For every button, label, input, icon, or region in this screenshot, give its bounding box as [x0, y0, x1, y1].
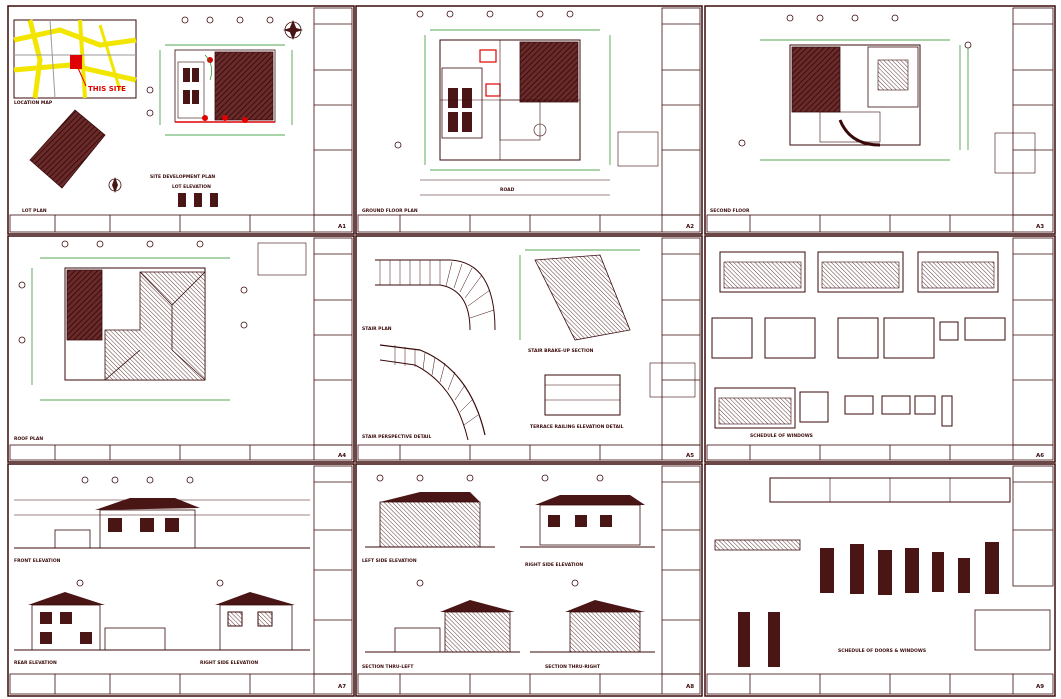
view-title: RIGHT SIDE ELEVATION [525, 562, 583, 568]
window-schedule: SCHEDULE OF WINDOWS [711, 251, 1006, 439]
site-development-plan: SITE DEVELOPMENT PLAN LOT ELEVATION [150, 44, 293, 207]
sheet-number: A8 [686, 684, 694, 690]
view-title: TERRACE RAILING ELEVATION DETAIL [530, 424, 624, 430]
sheet-numbers: A1 A2 A3 A4 A5 A6 A7 A8 A9 [338, 224, 1044, 690]
view-title: SCHEDULE OF WINDOWS [750, 433, 813, 439]
sheet-frames [7, 5, 1056, 697]
sheet-number: A4 [338, 453, 346, 459]
view-title: FRONT ELEVATION [14, 558, 61, 564]
location-map: THIS SITE [13, 19, 137, 99]
elevations-sheet-7: FRONT ELEVATION REAR ELEVATION RIGHT SID… [14, 498, 310, 666]
sheet-number: A7 [338, 684, 346, 690]
view-title: ROOF PLAN [14, 436, 43, 442]
ground-floor-plan: ROAD GROUND FLOOR PLAN [362, 29, 659, 214]
second-floor-plan: SECOND FLOOR [710, 39, 1036, 214]
view-title: SITE DEVELOPMENT PLAN [150, 174, 215, 180]
view-title: LEFT SIDE ELEVATION [362, 558, 417, 564]
view-title: STAIR PLAN [362, 326, 392, 332]
view-title: LOCATION MAP [14, 100, 53, 106]
elevations-sheet-8: LEFT SIDE ELEVATION RIGHT SIDE ELEVATION… [362, 492, 655, 670]
site-label: THIS SITE [88, 85, 126, 93]
north-arrow-icon [108, 20, 303, 193]
sheet-number: A5 [686, 453, 694, 459]
sheet-number: A1 [338, 224, 346, 230]
view-title: STAIR PERSPECTIVE DETAIL [362, 434, 431, 440]
title-blocks [9, 7, 1054, 695]
stair-details: STAIR PLAN STAIR PERSPECTIVE DETAIL STAI… [362, 249, 696, 441]
view-title: SCHEDULE OF DOORS & WINDOWS [838, 648, 926, 654]
view-title: REAR ELEVATION [14, 660, 57, 666]
view-title: SECTION THRU-LEFT [362, 664, 414, 670]
sheet-number: A2 [686, 224, 694, 230]
view-title: SECOND FLOOR [710, 208, 750, 214]
road-label: ROAD [500, 187, 515, 193]
door-window-schedule: SCHEDULE OF DOORS & WINDOWS [714, 477, 1051, 667]
grid-bubbles [18, 10, 972, 587]
view-title: LOT ELEVATION [172, 184, 211, 190]
view-title: SECTION THRU-RIGHT [545, 664, 601, 670]
view-title: RIGHT SIDE ELEVATION [200, 660, 258, 666]
sheet-number: A9 [1036, 684, 1044, 690]
view-title: LOT PLAN [22, 208, 47, 214]
lot-plan: LOT PLAN [22, 109, 106, 214]
sheet-number: A3 [1036, 224, 1044, 230]
view-title: GROUND FLOOR PLAN [362, 208, 418, 214]
roof-plan: ROOF PLAN [14, 242, 307, 442]
view-title: STAIR BRAKE-UP SECTION [528, 348, 594, 354]
sheet-number: A6 [1036, 453, 1044, 459]
